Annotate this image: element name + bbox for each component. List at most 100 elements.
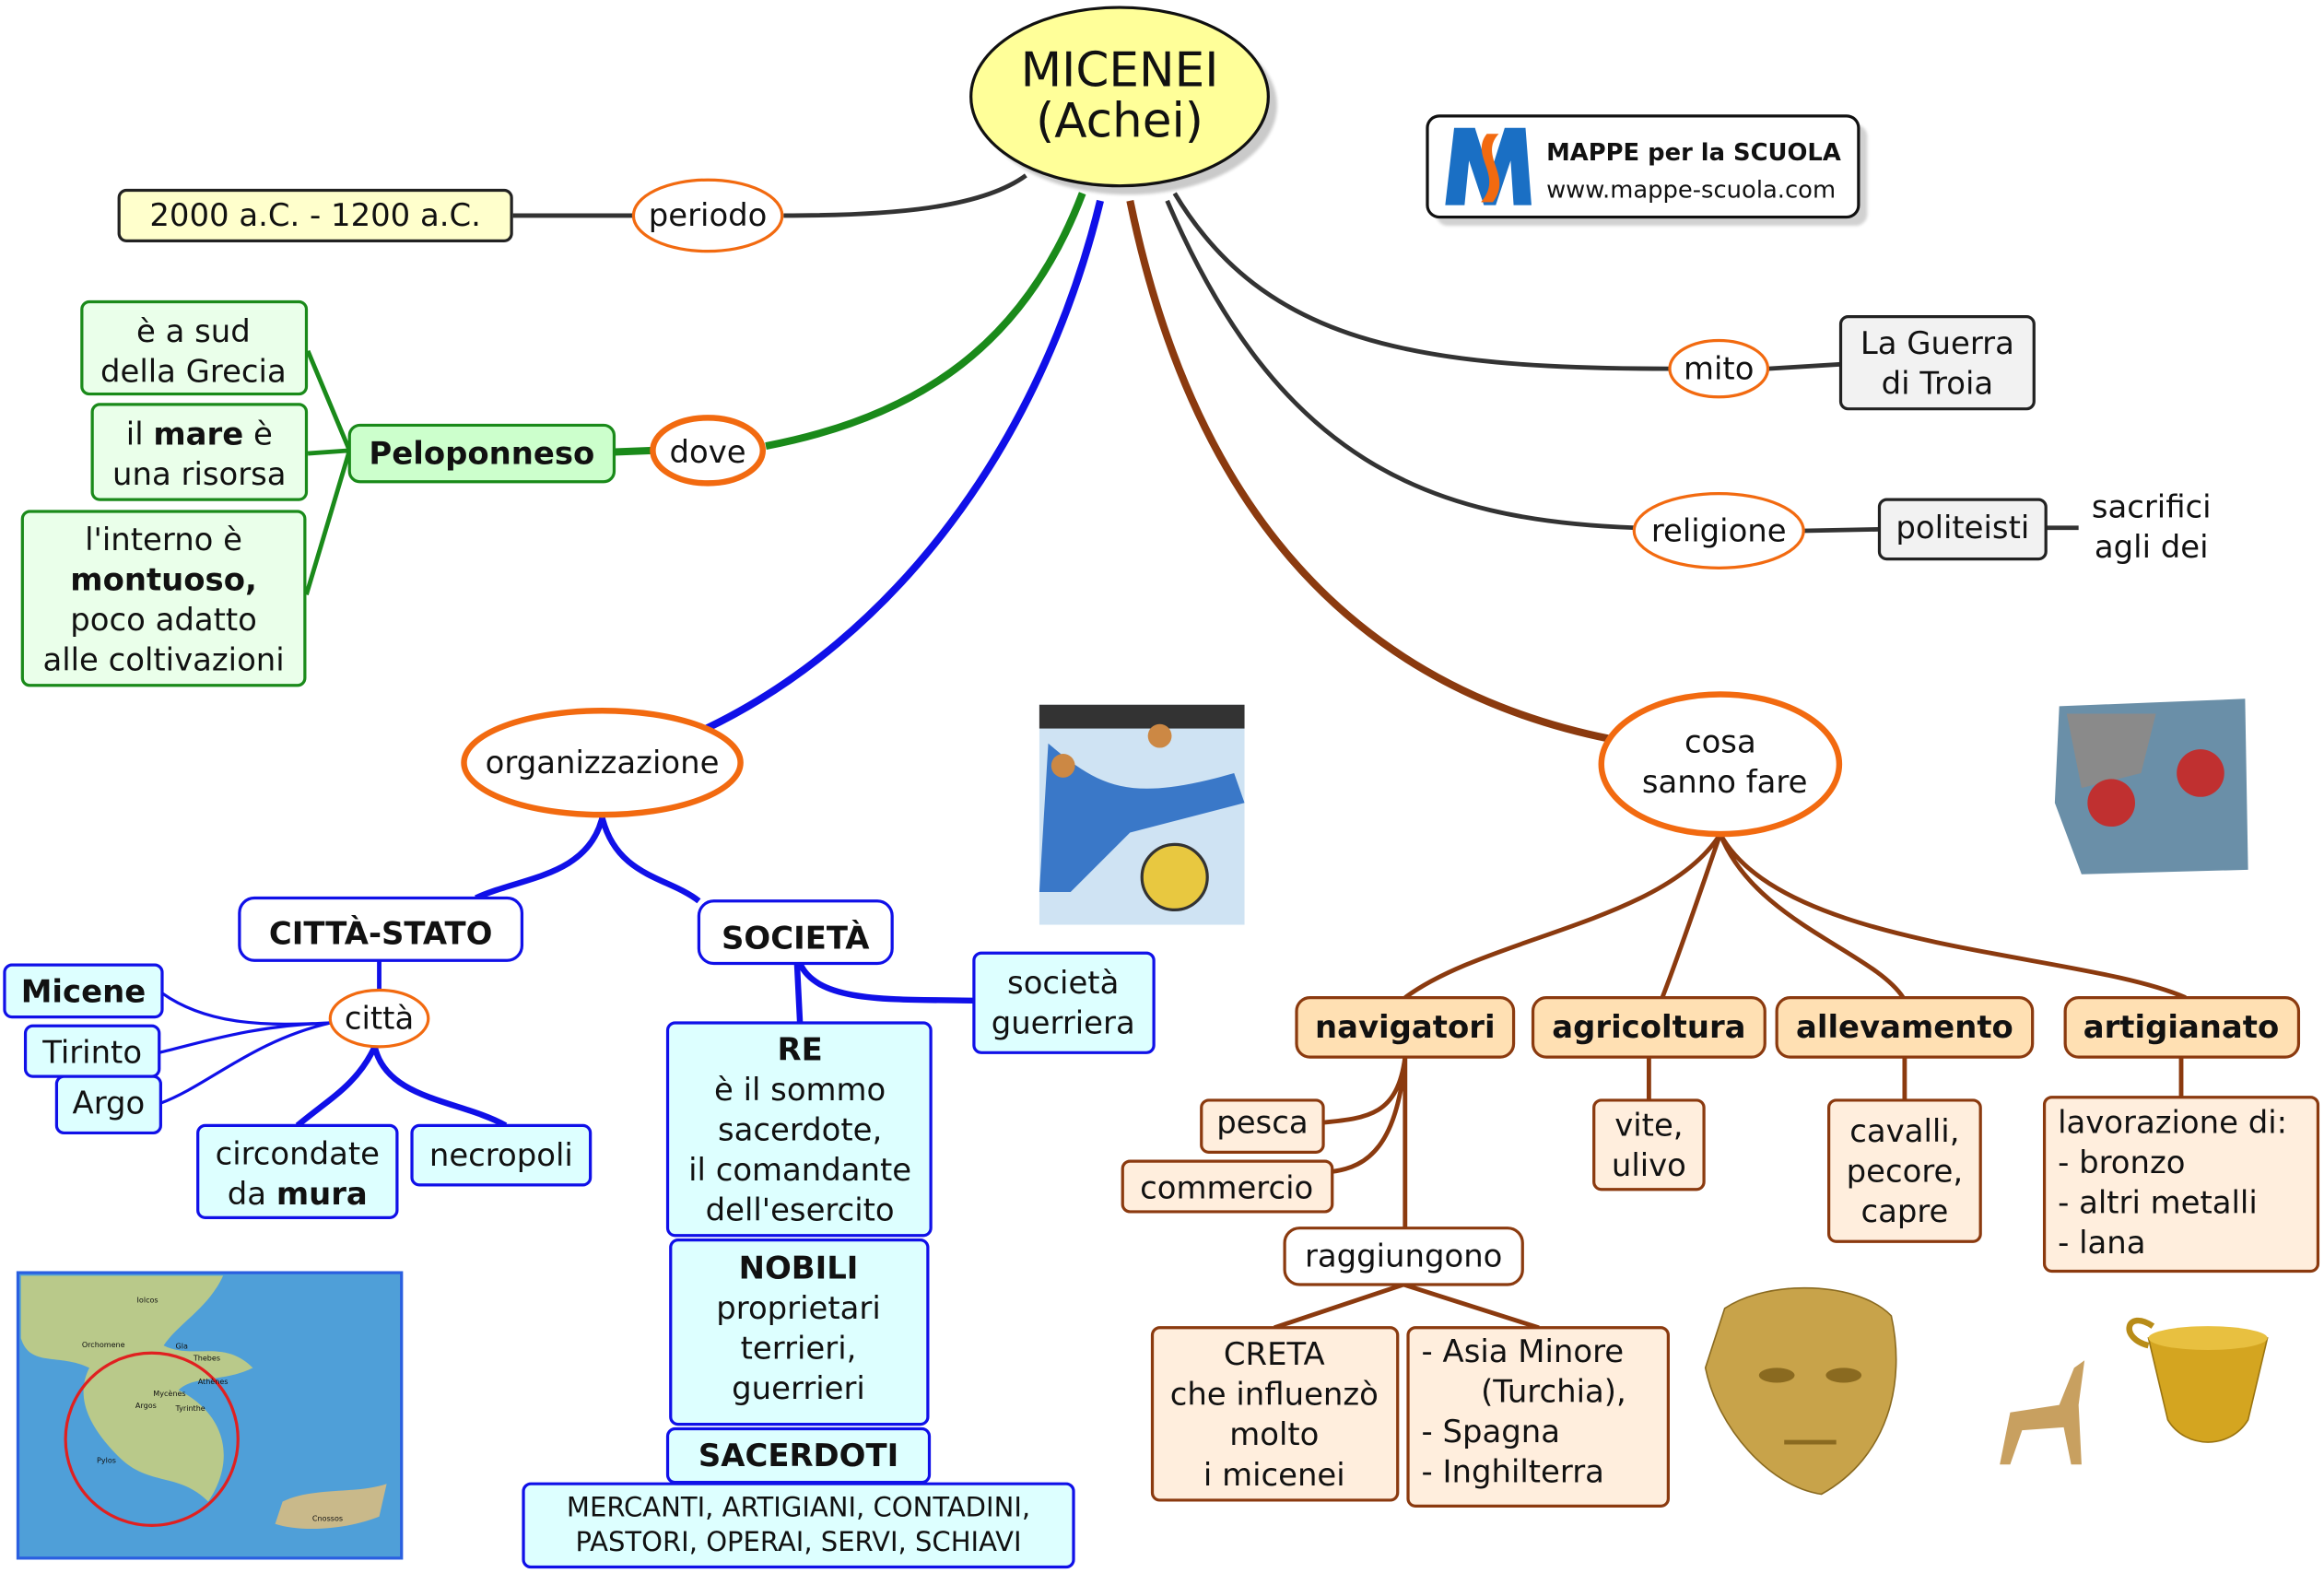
necropoli-node: necropoli [429, 1137, 573, 1173]
re-line1: è il sommo [714, 1072, 886, 1108]
dove-item-3-line4: alle coltivazioni [42, 642, 284, 678]
dest-line1: - Asia Minore [1422, 1333, 1625, 1369]
center-node[interactable]: MICENEI (Achei) [969, 6, 1270, 188]
warrior-line1: società [1007, 965, 1119, 1001]
connectors [158, 173, 2187, 1331]
societa-node: SOCIETÀ [722, 919, 870, 956]
center-subtitle: (Achei) [1036, 93, 1203, 148]
agri-line2: ulivo [1612, 1147, 1686, 1183]
politeisti-node: politeisti [1896, 510, 2029, 546]
logo-m-icon [1445, 127, 1532, 205]
map-label: Thebes [193, 1354, 220, 1362]
alle-line1: cavalli, [1849, 1113, 1959, 1149]
others-line1: MERCANTI, ARTIGIANI, CONTADINI, [567, 1492, 1030, 1523]
logo[interactable]: MAPPE per la SCUOLA www.mappe-scuola.com [1426, 114, 1860, 219]
center-title: MICENEI [1021, 43, 1219, 99]
arti-line2: - bronzo [2058, 1145, 2185, 1180]
map-label: Mycènes [153, 1389, 185, 1398]
map-label: Iolcos [137, 1296, 158, 1304]
religione-note-line1: sacrifici [2092, 488, 2212, 524]
map-label: Pylos [97, 1457, 116, 1465]
map-label: Athènes [198, 1377, 229, 1386]
walls-line1: circondate [216, 1135, 380, 1171]
peloponneso-node: Peloponneso [369, 435, 594, 471]
periodo-value: 2000 a.C. - 1200 a.C. [149, 197, 481, 233]
dove-label: dove [670, 434, 746, 470]
dest-line3: - Spagna [1422, 1414, 1561, 1450]
cosa-line1: cosa [1684, 723, 1756, 759]
periodo-label: periodo [649, 197, 768, 233]
nobili-title: NOBILI [739, 1250, 859, 1286]
citta-label: città [345, 1000, 414, 1036]
commercio-node: commercio [1140, 1169, 1313, 1205]
logo-url: www.mappe-scuola.com [1546, 177, 1836, 205]
re-line4: dell'esercito [706, 1192, 895, 1228]
artigianato-node: artigianato [2083, 1009, 2280, 1045]
dove-item-3-line1: l'interno è [85, 522, 242, 558]
fresco-chariot-image [1039, 704, 1245, 925]
alle-line2: pecore, [1847, 1154, 1964, 1190]
dove-item-3-bold: montuoso, [70, 562, 257, 598]
walls-line2: da mura [228, 1176, 368, 1212]
logo-title: MAPPE per la SCUOLA [1546, 139, 1841, 167]
sacerdoti-node: SACERDOTI [698, 1438, 898, 1473]
dove-item-2-line2: una risorsa [112, 456, 287, 492]
gold-mask-image [1704, 1286, 1897, 1496]
map-of-greece-image: Iolcos Orchomene Gla Thebes Athènes Mycè… [16, 1271, 404, 1560]
map-label: Cnossos [312, 1515, 343, 1523]
religione-note-line2: agli dei [2095, 529, 2209, 565]
fresco-warriors-image [2054, 698, 2248, 875]
city-tirinto: Tirinto [41, 1035, 142, 1071]
cosa-line2: sanno fare [1642, 764, 1808, 800]
arti-line4: - lana [2058, 1225, 2145, 1261]
agri-line1: vite, [1614, 1108, 1683, 1144]
nobili-line1: proprietari [716, 1290, 880, 1326]
creta-line3: molto [1229, 1416, 1319, 1452]
dove-item-2-line1: il mare è [126, 416, 273, 452]
others-line2: PASTORI, OPERAI, SERVI, SCHIAVI [575, 1526, 1021, 1557]
map-label: Orchomene [82, 1341, 125, 1349]
city-argo: Argo [73, 1085, 146, 1121]
warrior-line2: guerriera [992, 1004, 1135, 1040]
creta-line1: CRETA [1224, 1336, 1325, 1372]
gold-cup-image [2126, 1318, 2269, 1443]
nobili-line2: terrieri, [741, 1331, 857, 1367]
mito-line1: La Guerra [1860, 325, 2014, 361]
alle-line3: capre [1860, 1193, 1948, 1229]
map-label: Tyrinthe [174, 1404, 205, 1413]
organizzazione-label: organizzazione [486, 745, 720, 781]
dest-line2: (Turchia), [1481, 1373, 1626, 1409]
re-line3: il comandante [688, 1152, 911, 1188]
creta-line2: che influenzò [1170, 1377, 1379, 1413]
navigatori-node: navigatori [1315, 1009, 1496, 1045]
mito-line2: di Troia [1882, 366, 1993, 402]
creta-line4: i micenei [1203, 1457, 1345, 1493]
city-micene: Micene [21, 973, 146, 1009]
periodo-branch[interactable]: periodo 2000 a.C. - 1200 a.C. [117, 178, 784, 253]
arti-line3: - altri metalli [2058, 1185, 2258, 1221]
dove-item-3-line3: poco adatto [70, 602, 257, 638]
arti-line1: lavorazione di: [2058, 1104, 2287, 1140]
dove-item-1-line2: della Grecia [100, 354, 287, 390]
pesca-node: pesca [1216, 1104, 1308, 1140]
nobili-line3: guerrieri [732, 1370, 865, 1406]
deer-figurine-image [2000, 1360, 2085, 1465]
allevamento-node: allevamento [1796, 1009, 2013, 1045]
agricoltura-node: agricoltura [1552, 1009, 1745, 1045]
re-line2: sacerdote, [718, 1111, 882, 1147]
map-label: Argos [135, 1402, 157, 1410]
cosa-sanno-fare-branch[interactable]: cosa sanno fare navigatori agricoltura a… [1121, 691, 2320, 1508]
raggiungono-node: raggiungono [1305, 1238, 1502, 1274]
dest-line4: - Inghilterra [1422, 1454, 1604, 1490]
citta-stato-node: CITTÀ-STATO [269, 915, 492, 952]
dove-item-1-line1: è a sud [136, 313, 251, 349]
religione-branch[interactable]: religione politeisti sacrifici agli dei [1632, 488, 2212, 569]
mito-branch[interactable]: mito La Guerra di Troia [1668, 315, 2036, 411]
religione-label: religione [1651, 512, 1787, 548]
organizzazione-branch[interactable]: organizzazione CITTÀ-STATO SOCIETÀ città… [3, 707, 1156, 1569]
mito-label: mito [1684, 350, 1754, 386]
dove-branch[interactable]: dove Peloponneso è a sud della Grecia il… [20, 299, 767, 687]
map-label: Gla [175, 1342, 187, 1350]
re-title: RE [778, 1031, 823, 1067]
